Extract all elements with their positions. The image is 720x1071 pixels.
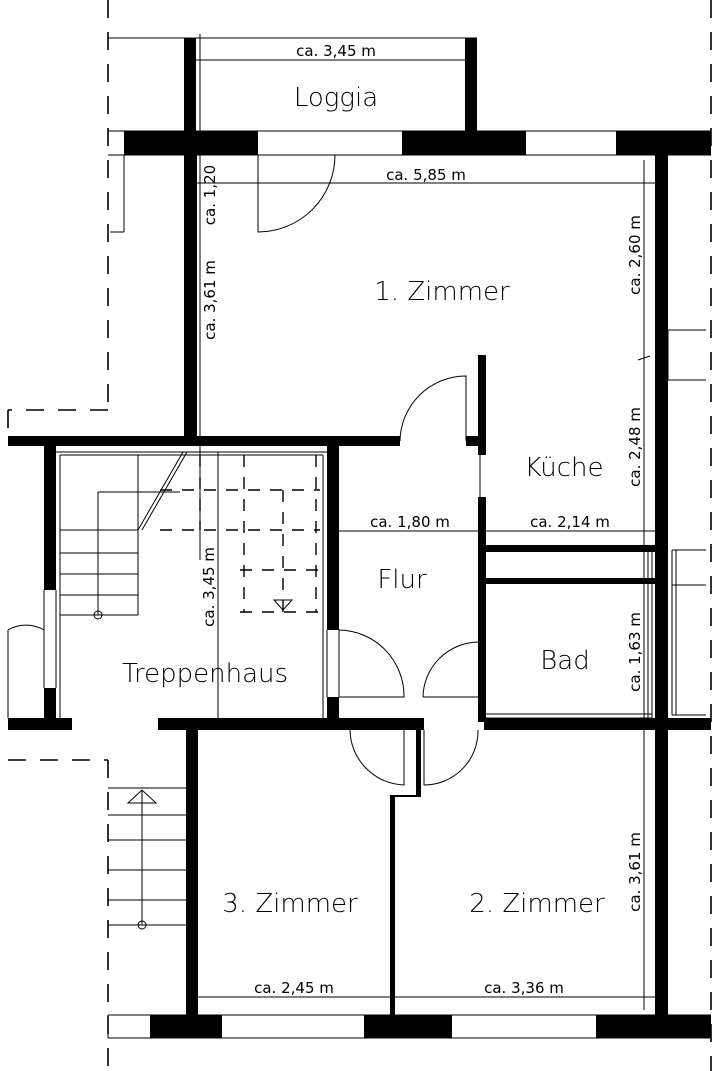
- dim-zimmer3-width: ca. 2,45 m: [254, 979, 334, 997]
- dim-zimmer2-depth: ca. 3,61 m: [626, 832, 644, 912]
- dim-zimmer1-depth: ca. 3,61 m: [201, 260, 219, 340]
- wall-middle: [8, 355, 486, 455]
- room-label-treppenhaus: Treppenhaus: [122, 659, 288, 689]
- dim-zimmer2-width: ca. 3,36 m: [484, 979, 564, 997]
- loggia: [108, 34, 477, 560]
- dim-kueche-width: ca. 2,14 m: [530, 513, 610, 531]
- wall-bad-inner: [484, 578, 655, 584]
- dim-bad-depth: ca. 1,63 m: [626, 612, 644, 692]
- room-label-bad: Bad: [540, 646, 589, 676]
- right-balcony-outline: [667, 329, 706, 716]
- room-label-flur: Flur: [377, 565, 427, 595]
- room-label-zimmer1: 1. Zimmer: [374, 277, 510, 307]
- wall-zimmer3-left: [186, 718, 198, 1015]
- dim-zimmer1-width: ca. 5,85 m: [386, 166, 466, 184]
- bottom-wall: [107, 1014, 711, 1039]
- room-label-kueche: Küche: [524, 453, 603, 483]
- wall-kueche-left: [478, 497, 486, 722]
- room-label-zimmer3: 3. Zimmer: [222, 889, 358, 919]
- room-label-zimmer2: 2. Zimmer: [469, 889, 605, 919]
- door-swing-kueche: [399, 375, 467, 442]
- dim-kueche-depth: ca. 2,48 m: [626, 407, 644, 487]
- room-label-loggia: Loggia: [294, 83, 378, 113]
- outside-stairs: [108, 787, 186, 930]
- dim-loggia-depth: ca. 1,20: [201, 165, 219, 225]
- wall-zimmer1-left: [184, 131, 197, 441]
- outer-dashed-boundary: [7, 0, 712, 1071]
- treppenhaus-walls: [7, 440, 711, 730]
- dim-flur-width: ca. 1,80 m: [370, 513, 450, 531]
- wall-bad-top: [484, 545, 655, 552]
- dim-treppenhaus-depth: ca. 3,45 m: [200, 547, 218, 627]
- wall-right-exterior: [655, 155, 668, 1015]
- dim-right-upper: ca. 2,60 m: [626, 215, 644, 295]
- staircase: [60, 451, 320, 620]
- flur-doors: [338, 629, 480, 1015]
- door-swing-zimmer1: [257, 154, 336, 233]
- dim-loggia-width: ca. 3,45 m: [296, 42, 376, 60]
